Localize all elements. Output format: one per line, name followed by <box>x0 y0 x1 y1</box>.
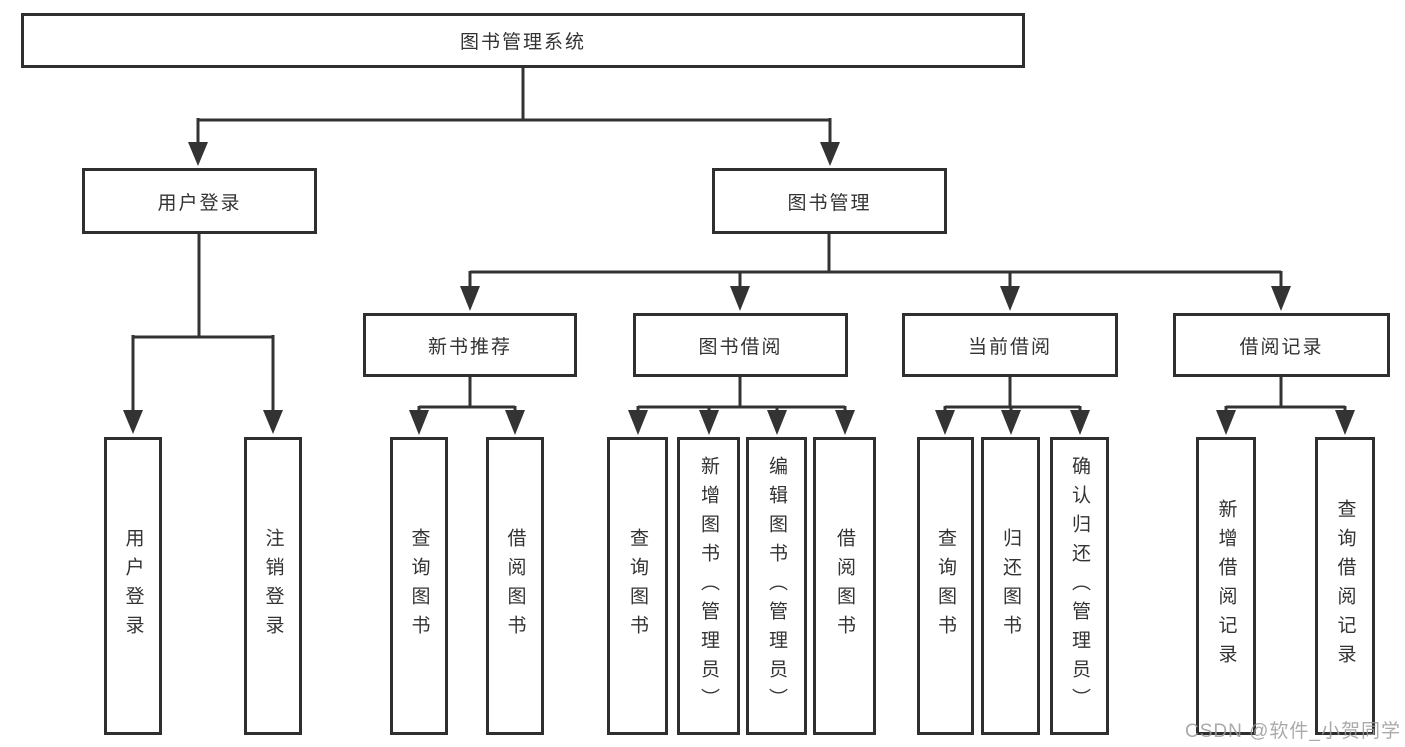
node-login: 用户登录 <box>104 437 162 735</box>
node-borrow-add-books-admin: 新增图书（管理员） <box>677 437 740 735</box>
node-book-management-label: 图书管理 <box>787 192 872 214</box>
node-borrow-borrow-books: 借阅图书 <box>813 437 876 735</box>
node-current-borrow: 当前借阅 <box>902 313 1118 377</box>
node-current-query-books-label: 查询图书 <box>935 528 956 644</box>
node-borrow-records: 借阅记录 <box>1173 313 1390 377</box>
node-new-book-recommend: 新书推荐 <box>363 313 577 377</box>
node-borrow-records-label: 借阅记录 <box>1239 336 1324 358</box>
node-user-login: 用户登录 <box>82 168 317 234</box>
node-borrow-edit-books-admin: 编辑图书（管理员） <box>746 437 807 735</box>
node-current-return-books-label: 归还图书 <box>1000 528 1021 644</box>
node-current-confirm-return-admin-label: 确认归还（管理员） <box>1069 455 1090 717</box>
node-borrow-add-books-admin-label: 新增图书（管理员） <box>698 455 719 717</box>
node-rec-borrow-books-label: 借阅图书 <box>504 528 526 644</box>
node-logout: 注销登录 <box>244 437 302 735</box>
node-logout-label: 注销登录 <box>262 528 284 644</box>
node-new-book-recommend-label: 新书推荐 <box>427 336 512 358</box>
node-records-query-record-label: 查询借阅记录 <box>1334 499 1356 673</box>
node-records-add-record-label: 新增借阅记录 <box>1215 499 1237 673</box>
node-book-management: 图书管理 <box>712 168 947 234</box>
node-current-borrow-label: 当前借阅 <box>967 336 1052 358</box>
node-book-borrow-label: 图书借阅 <box>698 336 783 358</box>
node-records-add-record: 新增借阅记录 <box>1196 437 1256 735</box>
node-borrow-query-books-label: 查询图书 <box>627 528 648 644</box>
node-current-query-books: 查询图书 <box>917 437 974 735</box>
node-root-label: 图书管理系统 <box>459 32 586 53</box>
node-borrow-borrow-books-label: 借阅图书 <box>834 528 855 644</box>
node-current-confirm-return-admin: 确认归还（管理员） <box>1050 437 1109 735</box>
node-root: 图书管理系统 <box>21 13 1025 68</box>
node-rec-borrow-books: 借阅图书 <box>486 437 544 735</box>
node-borrow-query-books: 查询图书 <box>607 437 668 735</box>
node-book-borrow: 图书借阅 <box>633 313 848 377</box>
node-current-return-books: 归还图书 <box>981 437 1040 735</box>
node-rec-query-books-label: 查询图书 <box>408 528 430 644</box>
node-borrow-edit-books-admin-label: 编辑图书（管理员） <box>766 455 787 717</box>
node-rec-query-books: 查询图书 <box>390 437 448 735</box>
watermark: CSDN @软件_小贺同学 <box>1185 721 1401 742</box>
node-records-query-record: 查询借阅记录 <box>1315 437 1375 735</box>
node-login-label: 用户登录 <box>122 528 144 644</box>
node-user-login-label: 用户登录 <box>157 192 242 214</box>
